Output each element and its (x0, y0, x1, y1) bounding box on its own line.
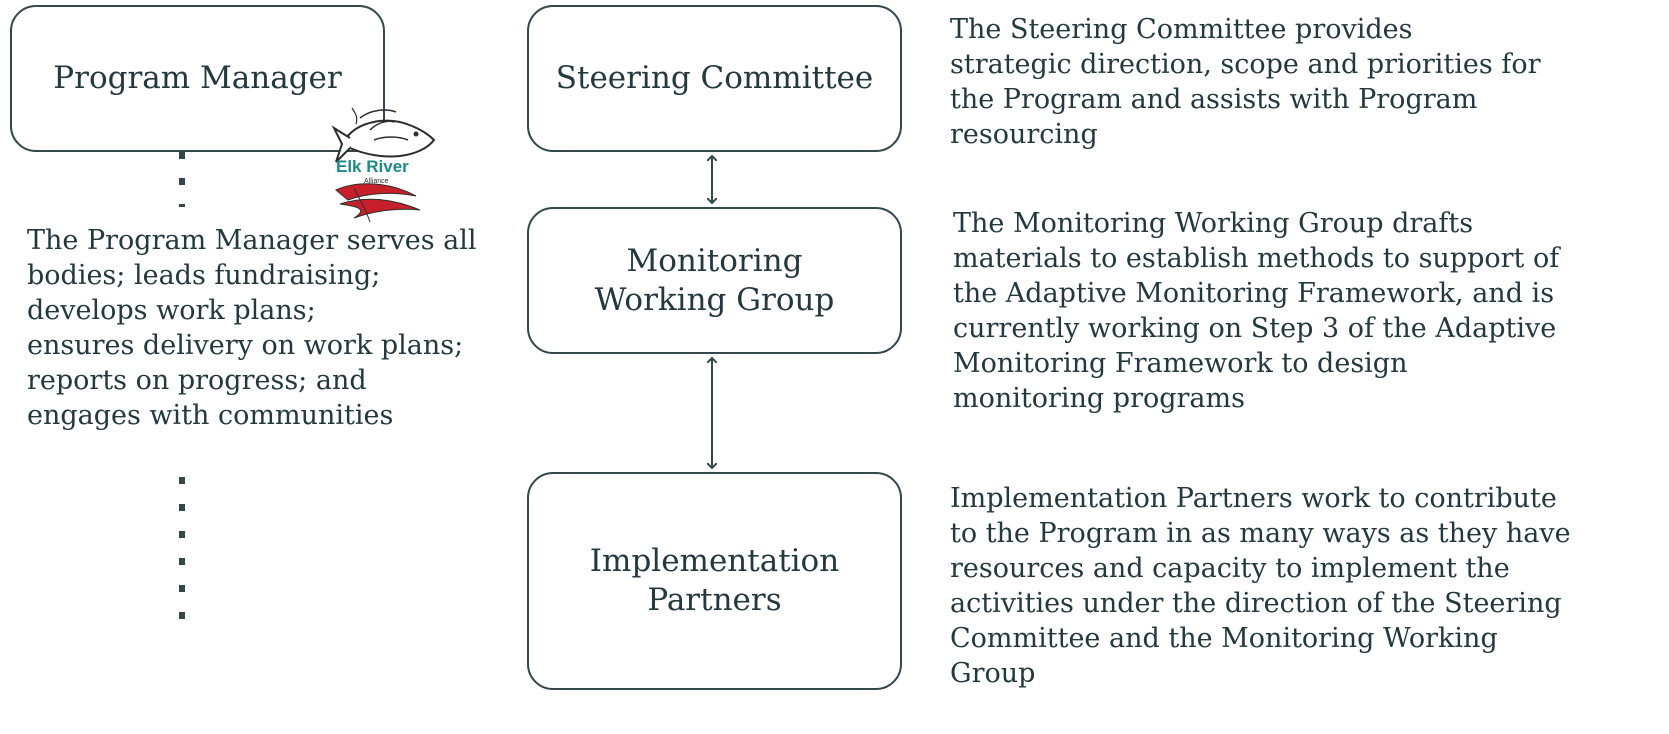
description-line: monitoring programs (953, 383, 1245, 414)
fish-logo-icon: Elk River Alliance (331, 107, 436, 223)
monitoring-working-group-label-line2: Working Group (594, 281, 835, 318)
program-manager-box: Program Manager (10, 5, 385, 152)
steering-committee-label: Steering Committee (555, 60, 874, 96)
description-line: develops work plans; (27, 295, 316, 326)
program-manager-label: Program Manager (53, 60, 342, 96)
logo-subtext: Alliance (364, 178, 389, 185)
description-line: activities under the direction of the St… (950, 588, 1562, 619)
description-line: the Adaptive Monitoring Framework, and i… (953, 278, 1555, 309)
description-line: The Steering Committee provides (950, 14, 1413, 45)
steering-committee-description: The Steering Committee provides strategi… (950, 12, 1541, 152)
steering-committee-box: Steering Committee (527, 5, 902, 152)
description-line: Monitoring Framework to design (953, 348, 1408, 379)
implementation-partners-label-line1: Implementation (589, 543, 840, 579)
description-line: engages with communities (27, 400, 394, 431)
description-line: materials to establish methods to suppor… (953, 243, 1560, 274)
description-line: the Program and assists with Program (950, 84, 1478, 115)
description-line: Implementation Partners work to contribu… (950, 483, 1557, 514)
description-line: currently working on Step 3 of the Adapt… (953, 313, 1557, 344)
description-line: The Monitoring Working Group drafts (953, 208, 1474, 239)
description-line: Committee and the Monitoring Working (950, 623, 1498, 654)
description-line: bodies; leads fundraising; (27, 260, 381, 291)
elk-river-alliance-logo: Elk River Alliance (330, 104, 440, 228)
program-manager-dotted-line-bottom (179, 477, 185, 619)
description-line: Group (950, 658, 1036, 689)
implementation-partners-box: Implementation Partners (527, 472, 902, 690)
monitoring-working-group-box: Monitoring Working Group (527, 207, 902, 354)
description-line: reports on progress; and (27, 365, 367, 396)
description-line: ensures delivery on work plans; (27, 330, 464, 361)
program-manager-description: The Program Manager serves all bodies; l… (27, 223, 477, 433)
monitoring-working-group-description: The Monitoring Working Group drafts mate… (953, 206, 1559, 416)
description-line: The Program Manager serves all (27, 225, 477, 256)
monitoring-working-group-label-line1: Monitoring (626, 242, 803, 279)
description-line: resources and capacity to implement the (950, 553, 1510, 584)
program-manager-dotted-line-top (179, 152, 185, 207)
description-line: to the Program in as many ways as they h… (950, 518, 1571, 549)
implementation-partners-description: Implementation Partners work to contribu… (950, 481, 1571, 691)
logo-text: Elk River (336, 157, 409, 176)
description-line: strategic direction, scope and prioritie… (950, 49, 1541, 80)
description-line: resourcing (950, 119, 1098, 150)
implementation-partners-label-line2: Partners (647, 582, 782, 618)
